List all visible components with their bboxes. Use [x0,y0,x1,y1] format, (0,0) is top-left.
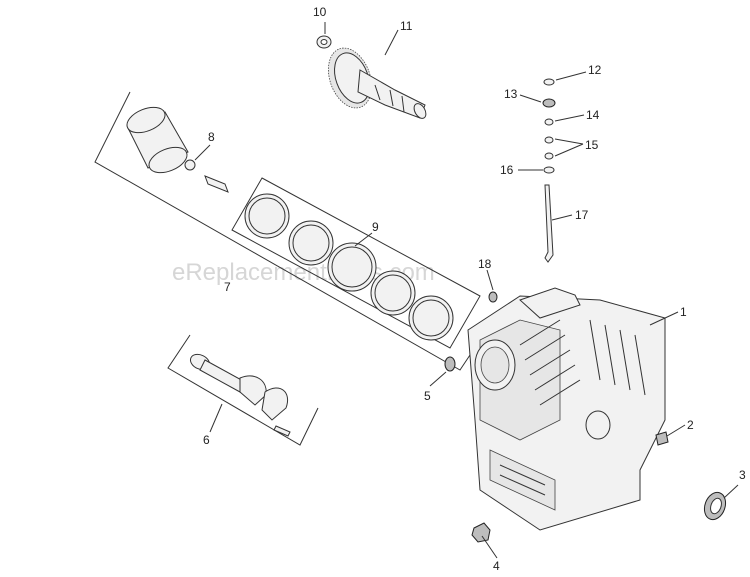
crankcase-part-1 [467,287,666,531]
washer-part-10 [316,35,332,49]
plug-part-2 [655,431,669,446]
callout-9: 9 [372,220,379,234]
plug-part-4 [471,522,491,543]
dowel-part-5 [444,356,456,372]
callout-16: 16 [500,163,514,177]
callout-3: 3 [739,468,746,482]
dowel-part-18 [488,291,498,303]
camshaft-part-11 [328,47,427,119]
piston-pin-part-8 [184,159,229,193]
leader-lines [194,22,739,559]
oil-seal-part-3 [703,491,727,521]
piston [126,106,189,174]
callout-13: 13 [504,87,518,101]
callout-15: 15 [585,138,599,152]
piston-group-boundary [94,91,471,371]
callout-14: 14 [586,108,600,122]
callout-5: 5 [424,389,431,403]
callout-17: 17 [575,208,589,222]
rod-part-17 [544,184,554,263]
connecting-rod-part-6 [167,334,319,446]
callout-7: 7 [224,280,231,294]
callout-12: 12 [588,63,602,77]
valve-parts-12-16 [542,78,556,174]
callout-2: 2 [687,418,694,432]
callout-8: 8 [208,130,215,144]
callout-11: 11 [400,19,413,33]
callout-4: 4 [493,559,500,573]
callout-1: 1 [680,305,687,319]
callout-18: 18 [478,257,492,271]
piston-rings-part-9 [231,177,481,349]
callout-6: 6 [203,433,210,447]
callout-10: 10 [313,5,327,19]
